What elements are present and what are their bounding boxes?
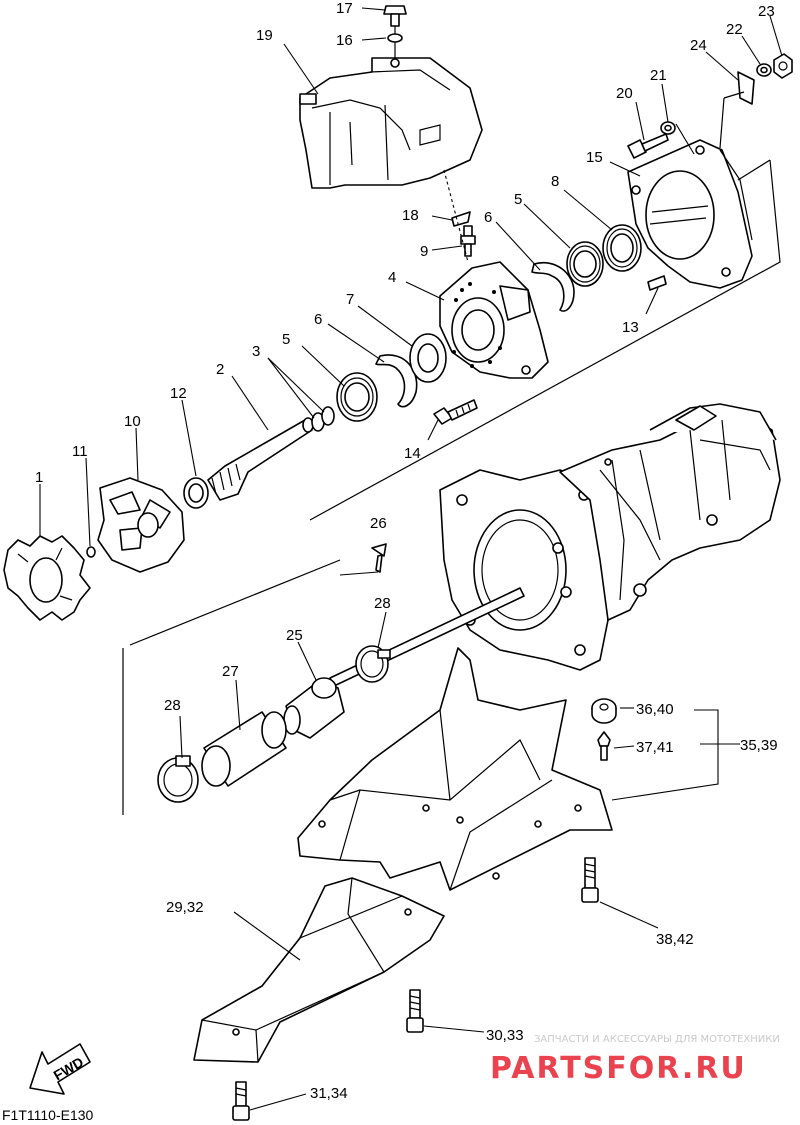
diagram-code: F1T1110-E130 xyxy=(2,1107,94,1123)
callout-17: 17 xyxy=(336,0,353,17)
callout-11: 11 xyxy=(72,443,88,460)
part-clamp-28-upper[interactable] xyxy=(355,645,391,683)
part-support-35[interactable] xyxy=(297,647,613,891)
callout-37-41: 37,41 xyxy=(636,739,674,756)
dashed-guide-cover xyxy=(443,169,469,263)
watermark-brand: PARTSFOR.RU xyxy=(490,1051,747,1086)
callout-31-34: 31,34 xyxy=(310,1085,348,1102)
part-bolt-31[interactable] xyxy=(232,1081,250,1121)
part-bolt-17[interactable] xyxy=(383,5,407,34)
part-bolt-20[interactable] xyxy=(627,133,669,159)
callout-2: 2 xyxy=(216,361,224,378)
callout-30-33: 30,33 xyxy=(486,1027,524,1044)
callout-28-lower: 28 xyxy=(164,697,181,714)
callout-35-39: 35,39 xyxy=(740,737,778,754)
guide-bolt-20 xyxy=(675,123,695,155)
part-seal-12[interactable] xyxy=(183,477,209,509)
callout-4: 4 xyxy=(388,269,396,286)
callout-27: 27 xyxy=(222,663,239,680)
part-washer-22[interactable] xyxy=(756,63,772,77)
part-pin-11[interactable] xyxy=(86,546,96,558)
part-hose-27[interactable] xyxy=(201,711,287,787)
callout-6-lower: 6 xyxy=(314,311,322,328)
callout-38-42: 38,42 xyxy=(656,931,694,948)
callout-23: 23 xyxy=(758,3,775,20)
watermark-small-text: ЗАПЧАСТИ И АКСЕССУАРЫ ДЛЯ МОТОТЕХНИКИ xyxy=(534,1034,780,1045)
engine-assembly xyxy=(439,403,781,671)
part-adapter-15[interactable] xyxy=(627,139,753,289)
part-washer-16[interactable] xyxy=(387,33,403,58)
callout-20: 20 xyxy=(616,85,633,102)
part-bolt-14[interactable] xyxy=(433,399,478,425)
callout-9: 9 xyxy=(420,243,428,260)
callout-8: 8 xyxy=(551,173,559,190)
part-screw-26[interactable] xyxy=(339,543,387,576)
callout-14: 14 xyxy=(404,445,421,462)
callout-22: 22 xyxy=(726,21,743,38)
part-damper-1[interactable] xyxy=(3,535,91,621)
part-bracket-24[interactable] xyxy=(719,71,755,149)
part-bolt-30[interactable] xyxy=(406,989,424,1033)
part-bearing-5-lower[interactable] xyxy=(336,372,378,422)
callout-1: 1 xyxy=(35,469,43,486)
part-seal-7[interactable] xyxy=(409,333,447,383)
callout-labels: 17 16 19 23 22 24 21 20 15 8 5 6 18 9 4 … xyxy=(35,0,778,1102)
part-housing-4[interactable] xyxy=(439,261,549,379)
part-washer-21[interactable] xyxy=(660,121,676,135)
callout-6-upper: 6 xyxy=(484,209,492,226)
leader-lines xyxy=(39,7,783,1111)
part-clamp-28-lower[interactable] xyxy=(157,755,199,803)
callout-18: 18 xyxy=(402,207,419,224)
part-duct-29[interactable] xyxy=(193,877,445,1063)
callout-7: 7 xyxy=(346,291,354,308)
watermark: ЗАПЧАСТИ И АКСЕССУАРЫ ДЛЯ МОТОТЕХНИКИ PA… xyxy=(490,1034,780,1086)
callout-5-upper: 5 xyxy=(514,191,522,208)
part-spacer-36[interactable] xyxy=(591,698,617,724)
callout-21: 21 xyxy=(650,67,667,84)
part-cover-19[interactable] xyxy=(299,57,483,189)
part-fitting-9[interactable] xyxy=(460,225,476,257)
part-bearing-8[interactable] xyxy=(602,224,642,272)
part-nut-23[interactable] xyxy=(773,53,793,79)
fwd-arrow-icon: FWD xyxy=(29,1043,91,1095)
callout-13: 13 xyxy=(622,319,639,336)
callout-15: 15 xyxy=(586,149,603,166)
part-circlip-6-upper[interactable] xyxy=(531,261,575,312)
callout-10: 10 xyxy=(124,413,141,430)
part-orings-3[interactable] xyxy=(311,406,335,432)
callout-36-40: 36,40 xyxy=(636,701,674,718)
callout-5-lower: 5 xyxy=(282,331,290,348)
part-nipple-18[interactable] xyxy=(451,211,471,227)
callout-26: 26 xyxy=(370,515,387,532)
part-bolt-38[interactable] xyxy=(581,857,599,903)
part-coupling-25[interactable] xyxy=(283,677,345,739)
group-frame-lines xyxy=(122,159,781,815)
part-bearing-5-upper[interactable] xyxy=(566,241,604,287)
callout-3: 3 xyxy=(252,343,260,360)
part-dowel-13[interactable] xyxy=(647,275,667,291)
part-shaft-2[interactable] xyxy=(207,417,314,501)
callout-24: 24 xyxy=(690,37,707,54)
callout-16: 16 xyxy=(336,32,353,49)
part-coupling-10[interactable] xyxy=(97,477,185,573)
callout-19: 19 xyxy=(256,27,273,44)
part-bolt-37[interactable] xyxy=(597,731,611,761)
callout-29-32: 29,32 xyxy=(166,899,204,916)
callout-25: 25 xyxy=(286,627,303,644)
callout-12: 12 xyxy=(170,385,187,402)
callout-28-upper: 28 xyxy=(374,595,391,612)
